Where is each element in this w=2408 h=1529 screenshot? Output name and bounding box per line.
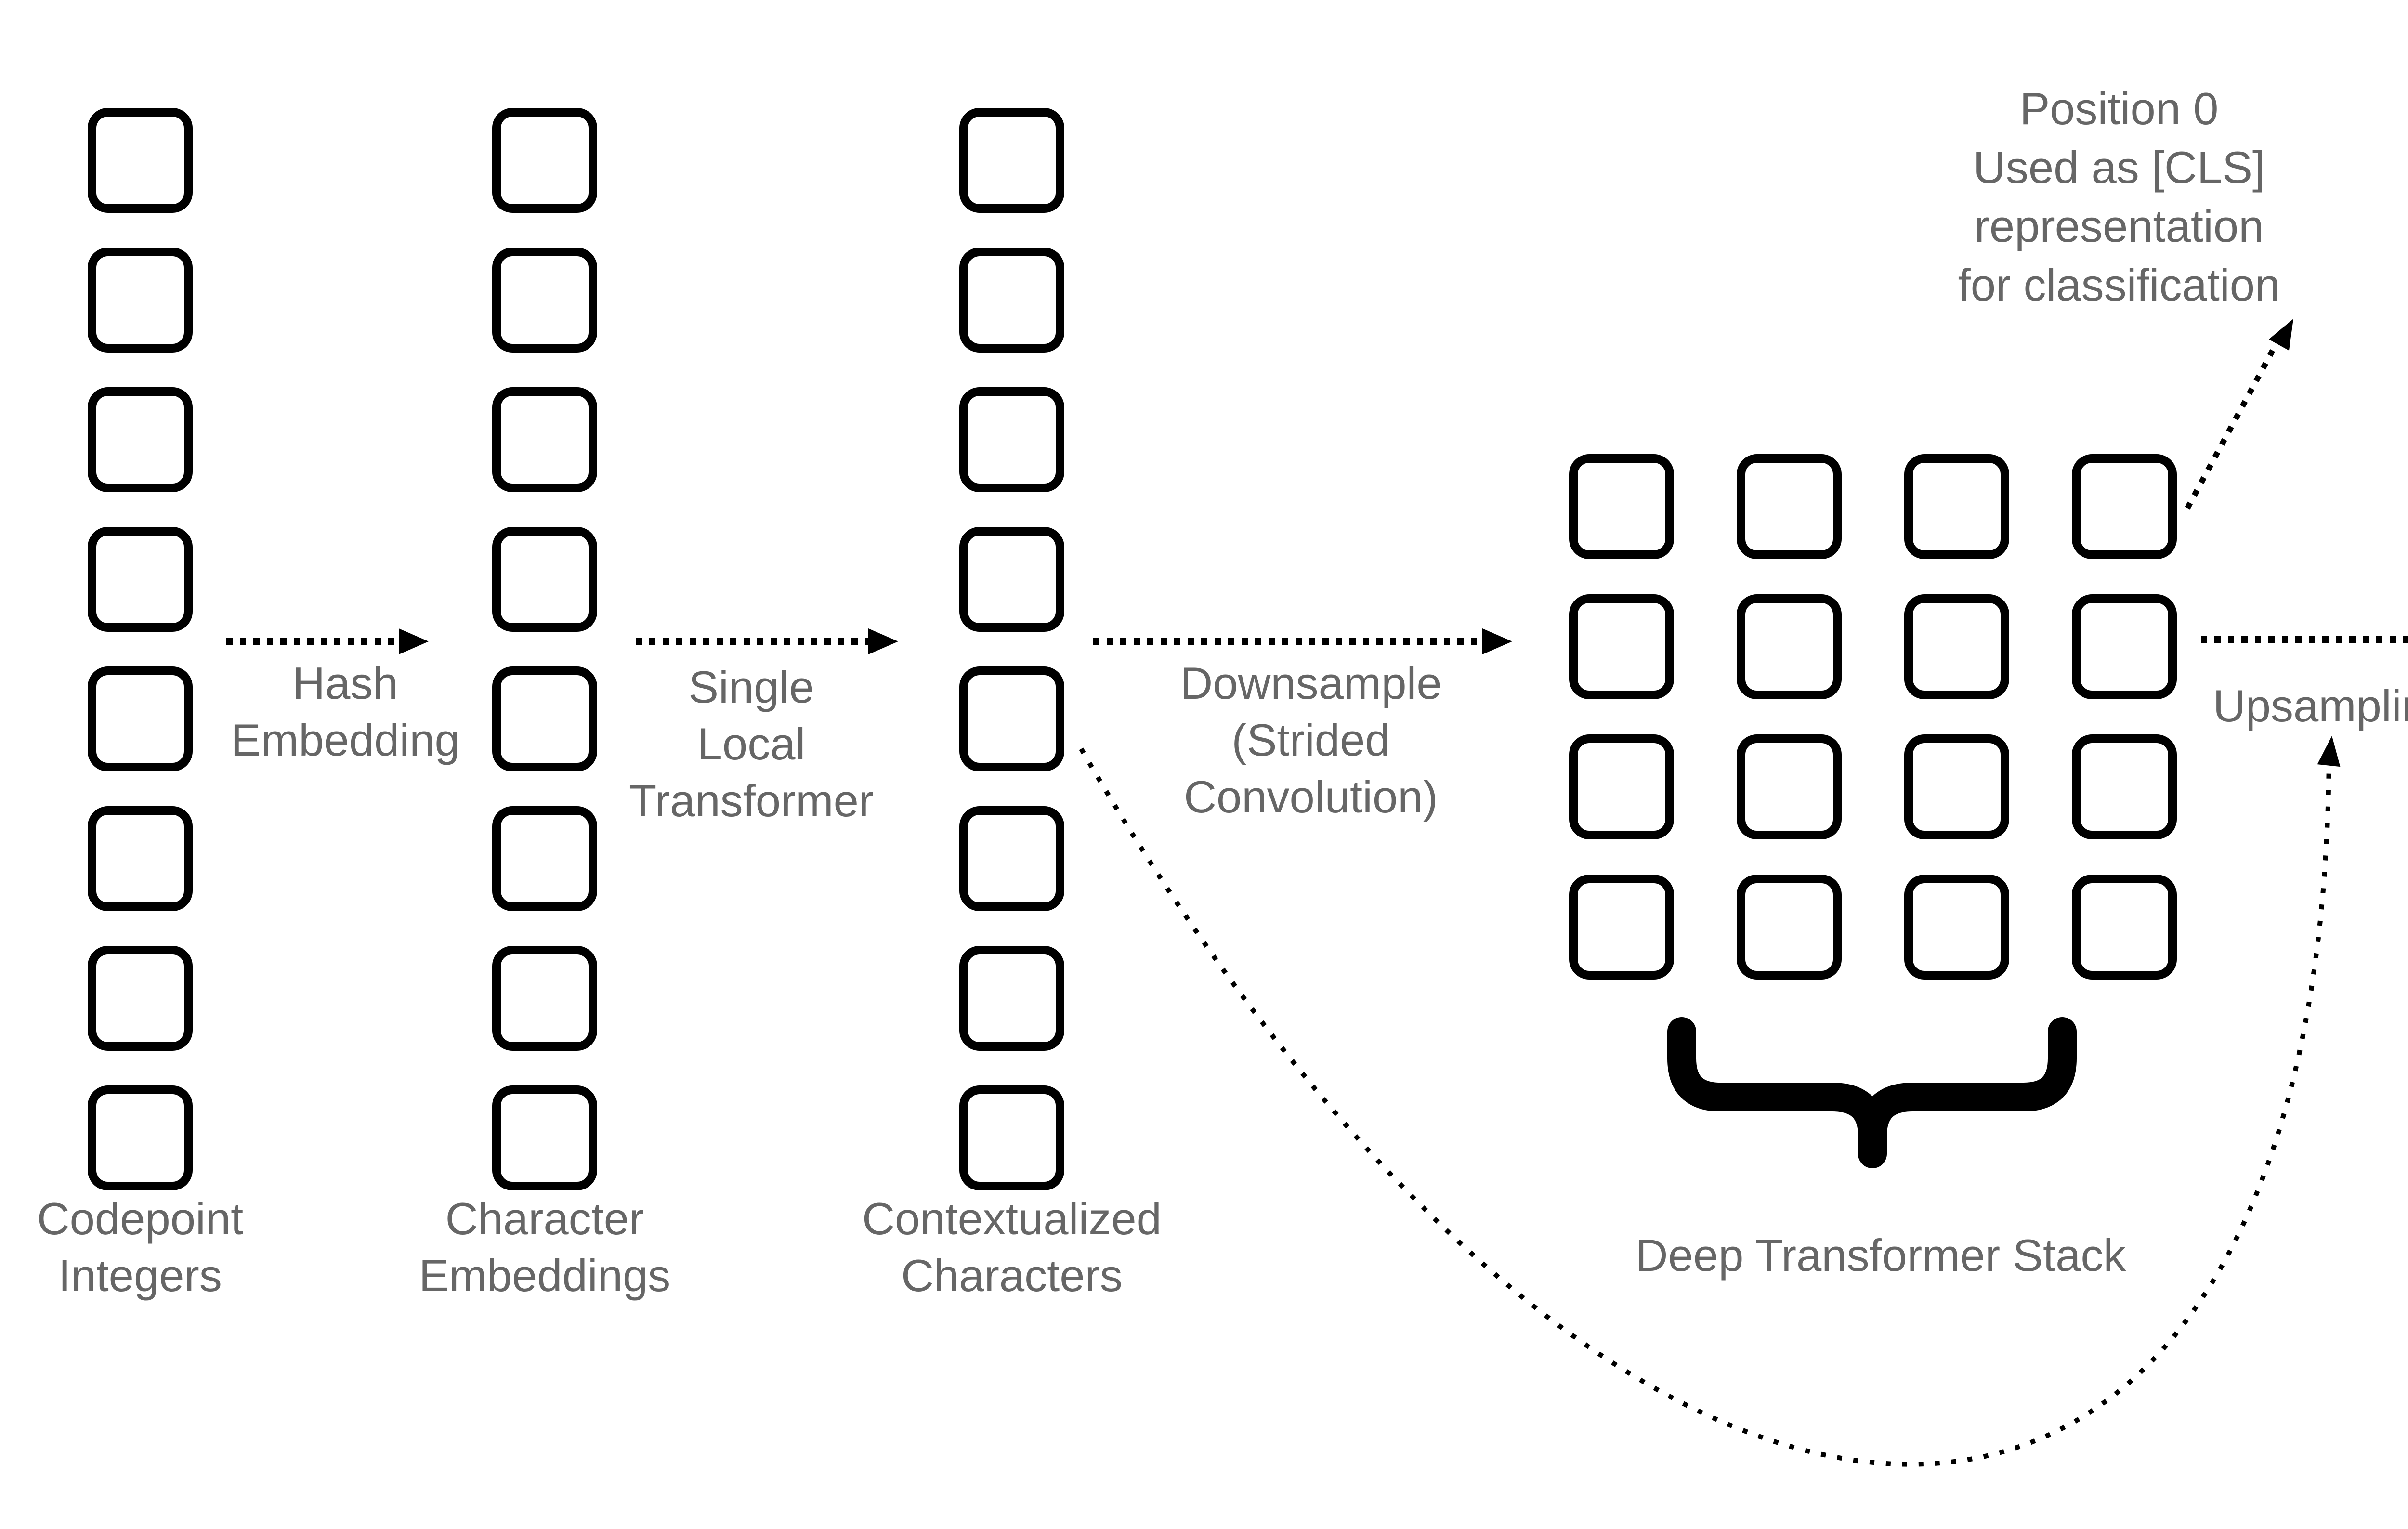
grid-token-box bbox=[2072, 594, 2177, 699]
label-codepoint-integers-line: Integers bbox=[58, 1250, 222, 1301]
token-box bbox=[492, 946, 597, 1051]
token-box bbox=[959, 527, 1064, 632]
hash-embedding-arrow-head-icon bbox=[399, 628, 429, 654]
cls-annotation-text-line: Position 0 bbox=[2019, 83, 2219, 134]
grid-token-box bbox=[1904, 875, 2009, 980]
cls-annotation-text-line: for classification bbox=[1958, 260, 2280, 310]
grid-token-box bbox=[1737, 594, 1842, 699]
grid-token-box bbox=[1569, 454, 1674, 559]
grid-token-box bbox=[2072, 734, 2177, 839]
curly-underbrace-icon bbox=[1667, 1017, 2077, 1168]
label-contextualized-characters-line: Characters bbox=[901, 1250, 1123, 1301]
label-hash-embedding-arrow-line: Hash bbox=[292, 658, 398, 708]
label-downsample-arrow-line: (Strided bbox=[1231, 715, 1390, 765]
token-box bbox=[88, 387, 193, 492]
label-single-local-transformer-arrow-line: Transformer bbox=[628, 775, 874, 826]
token-box bbox=[88, 527, 193, 632]
grid-token-box bbox=[1569, 734, 1674, 839]
token-box bbox=[492, 1085, 597, 1190]
cls-position-arrow bbox=[2185, 346, 2277, 510]
token-box bbox=[492, 806, 597, 911]
token-box bbox=[88, 1085, 193, 1190]
token-box bbox=[959, 108, 1064, 213]
cls-position-arrow-head-icon bbox=[2268, 319, 2293, 351]
label-downsampled-grid: Deep Transformer Stack bbox=[1636, 1227, 2126, 1284]
grid-token-box bbox=[2072, 875, 2177, 980]
single-local-transformer-arrow-head-icon bbox=[868, 628, 898, 654]
cls-annotation-text-line: representation bbox=[1974, 201, 2264, 251]
token-box bbox=[492, 108, 597, 213]
grid-token-box bbox=[1904, 454, 2009, 559]
token-box bbox=[959, 248, 1064, 353]
grid-token-box bbox=[1737, 734, 1842, 839]
token-box bbox=[88, 248, 193, 353]
token-box bbox=[959, 666, 1064, 771]
token-box bbox=[492, 527, 597, 632]
label-codepoint-integers-line: Codepoint bbox=[37, 1193, 244, 1244]
token-box bbox=[959, 387, 1064, 492]
grid-token-box bbox=[1737, 875, 1842, 980]
token-box bbox=[492, 248, 597, 353]
label-character-embeddings-line: Embeddings bbox=[419, 1250, 671, 1301]
grid-token-box bbox=[1569, 875, 1674, 980]
grid-token-box bbox=[1904, 594, 2009, 699]
token-box bbox=[959, 806, 1064, 911]
cls-annotation-text: Position 0 Used as [CLS] representation for… bbox=[1958, 79, 2280, 314]
token-box bbox=[492, 666, 597, 771]
grid-token-box bbox=[1737, 454, 1842, 559]
label-hash-embedding-arrow-line: Embedding bbox=[231, 715, 460, 765]
grid-token-box bbox=[1904, 734, 2009, 839]
label-single-local-transformer-arrow-line: Single bbox=[688, 662, 814, 712]
token-box bbox=[88, 946, 193, 1051]
token-box bbox=[959, 946, 1064, 1051]
label-upsampling-arrow: Upsampling bbox=[2213, 678, 2408, 734]
label-downsampled-grid-line: Deep Transformer Stack bbox=[1635, 1230, 2126, 1281]
grid-token-box bbox=[1569, 594, 1674, 699]
token-box bbox=[88, 806, 193, 911]
label-downsample-arrow-line: Convolution) bbox=[1184, 771, 1438, 822]
downsample-arrow-head-icon bbox=[1482, 628, 1512, 654]
label-character-embeddings-line: Character bbox=[445, 1193, 644, 1244]
token-box bbox=[88, 666, 193, 771]
label-downsample-arrow-line: Downsample bbox=[1180, 658, 1442, 708]
label-upsampling-arrow-line: Upsampling bbox=[2212, 680, 2408, 731]
token-box bbox=[88, 108, 193, 213]
grid-token-box bbox=[2072, 454, 2177, 559]
skip-connection-arrow-head-icon bbox=[2317, 736, 2341, 767]
label-contextualized-characters-line: Contextualized bbox=[862, 1193, 1162, 1244]
cls-annotation-text-line: Used as [CLS] bbox=[1973, 142, 2265, 193]
label-single-local-transformer-arrow-line: Local bbox=[697, 719, 806, 769]
token-box bbox=[492, 387, 597, 492]
token-box bbox=[959, 1085, 1064, 1190]
